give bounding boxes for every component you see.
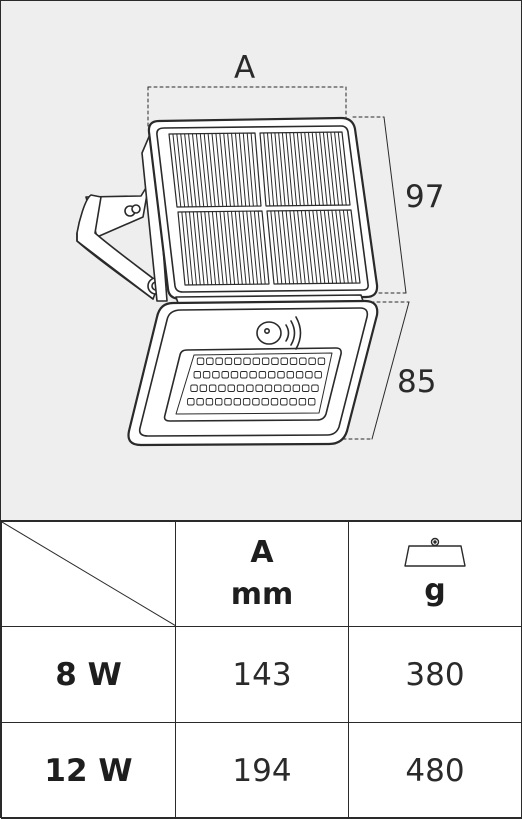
weight-cell: 480 <box>348 722 522 819</box>
diagonal-line <box>2 522 176 626</box>
row-label: 12 W <box>1 722 176 819</box>
column-weight-unit: g <box>424 573 446 608</box>
column-a-unit: mm <box>230 577 294 612</box>
weight-cell: 380 <box>348 626 522 723</box>
dimension-a-line <box>147 86 347 130</box>
table-row: 8 W 143 380 <box>1 626 522 723</box>
column-header-weight: g <box>348 521 522 627</box>
corner-cell <box>1 521 176 627</box>
dimension-lamp-height-label: 85 <box>397 364 437 400</box>
weight-hanger-icon <box>404 537 466 567</box>
table-row: 12 W 194 480 <box>1 722 522 819</box>
product-drawing: A 97 85 <box>1 1 521 521</box>
dimension-a-label: A <box>234 50 256 86</box>
lamp-body <box>127 299 379 447</box>
a-mm-cell: 194 <box>175 722 349 819</box>
solar-panel <box>147 116 379 301</box>
column-header-a: A mm <box>175 521 349 627</box>
header-row: A mm g <box>1 521 522 627</box>
floodlight-drawing <box>76 86 410 447</box>
motion-sensor-icon <box>256 316 302 350</box>
a-mm-cell: 143 <box>175 626 349 723</box>
dimension-panel-height-label: 97 <box>405 179 445 215</box>
column-a-title: A <box>250 535 274 570</box>
row-label: 8 W <box>1 626 176 723</box>
led-grid <box>187 357 326 406</box>
solar-cell-lines <box>172 131 357 286</box>
spec-table: A mm g 8 W 143 380 12 W 194 <box>1 521 522 819</box>
